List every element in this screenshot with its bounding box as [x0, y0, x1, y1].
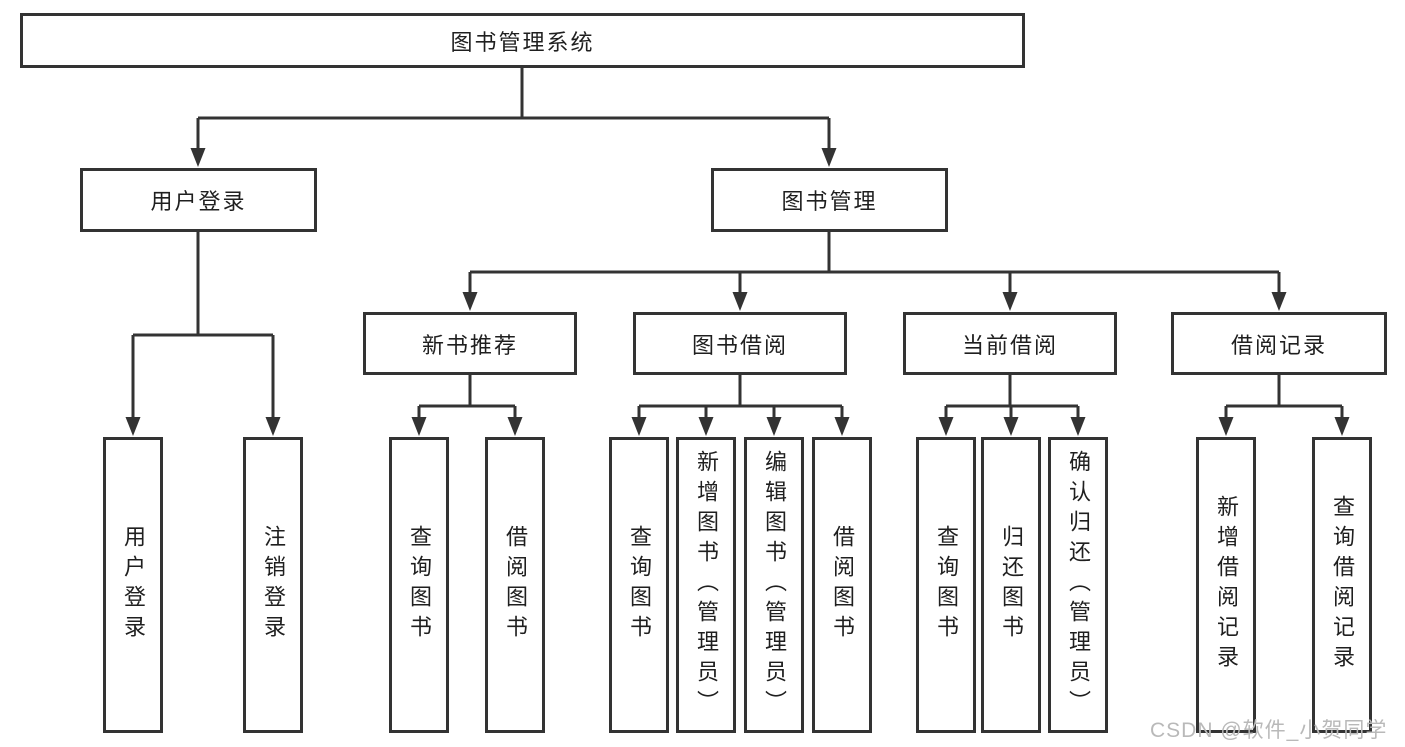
leaf-label: 注销登录 — [261, 525, 286, 645]
leaf-query-books-current: 查询图书 — [916, 437, 976, 733]
leaf-label: 归还图书 — [999, 525, 1024, 645]
node-new-book-recommendation: 新书推荐 — [363, 312, 577, 375]
node-borrowing-records: 借阅记录 — [1171, 312, 1387, 375]
leaf-label: 用户登录 — [121, 525, 146, 645]
leaf-query-borrowing-record: 查询借阅记录 — [1312, 437, 1372, 733]
leaf-label: 查询图书 — [407, 525, 432, 645]
node-library-management-system: 图书管理系统 — [20, 13, 1025, 68]
node-label: 图书管理系统 — [450, 29, 595, 55]
node-book-borrowing: 图书借阅 — [633, 312, 847, 375]
leaf-label: 新增图书（管理员） — [694, 450, 719, 720]
leaf-label: 借阅图书 — [503, 525, 528, 645]
leaf-add-borrowing-record: 新增借阅记录 — [1196, 437, 1256, 733]
leaf-return-books: 归还图书 — [981, 437, 1041, 733]
leaf-label: 查询借阅记录 — [1330, 495, 1355, 675]
leaf-label: 确认归还（管理员） — [1066, 450, 1091, 720]
node-label: 用户登录 — [150, 189, 247, 214]
leaf-user-login: 用户登录 — [103, 437, 163, 733]
node-current-borrowing: 当前借阅 — [903, 312, 1117, 375]
leaf-confirm-return-admin: 确认归还（管理员） — [1048, 437, 1108, 733]
leaf-query-books-borrowing: 查询图书 — [609, 437, 669, 733]
node-user-login: 用户登录 — [80, 168, 317, 232]
leaf-label: 借阅图书 — [830, 525, 855, 645]
node-book-management: 图书管理 — [711, 168, 948, 232]
leaf-label: 编辑图书（管理员） — [762, 450, 787, 720]
leaf-edit-books-admin: 编辑图书（管理员） — [744, 437, 804, 733]
node-label: 新书推荐 — [421, 332, 518, 358]
leaf-label: 查询图书 — [627, 525, 652, 645]
node-label: 借阅记录 — [1230, 332, 1327, 358]
leaf-borrow-books-borrowing: 借阅图书 — [812, 437, 872, 733]
leaf-query-books-recommendation: 查询图书 — [389, 437, 449, 733]
node-label: 图书借阅 — [691, 332, 788, 358]
leaf-label: 新增借阅记录 — [1214, 495, 1239, 675]
leaf-add-books-admin: 新增图书（管理员） — [676, 437, 736, 733]
leaf-label: 查询图书 — [934, 525, 959, 645]
node-label: 当前借阅 — [961, 332, 1058, 358]
csdn-watermark: CSDN @软件_小贺同学 — [1150, 719, 1388, 742]
leaf-logout: 注销登录 — [243, 437, 303, 733]
node-label: 图书管理 — [781, 189, 878, 214]
leaf-borrow-books-recommendation: 借阅图书 — [485, 437, 545, 733]
